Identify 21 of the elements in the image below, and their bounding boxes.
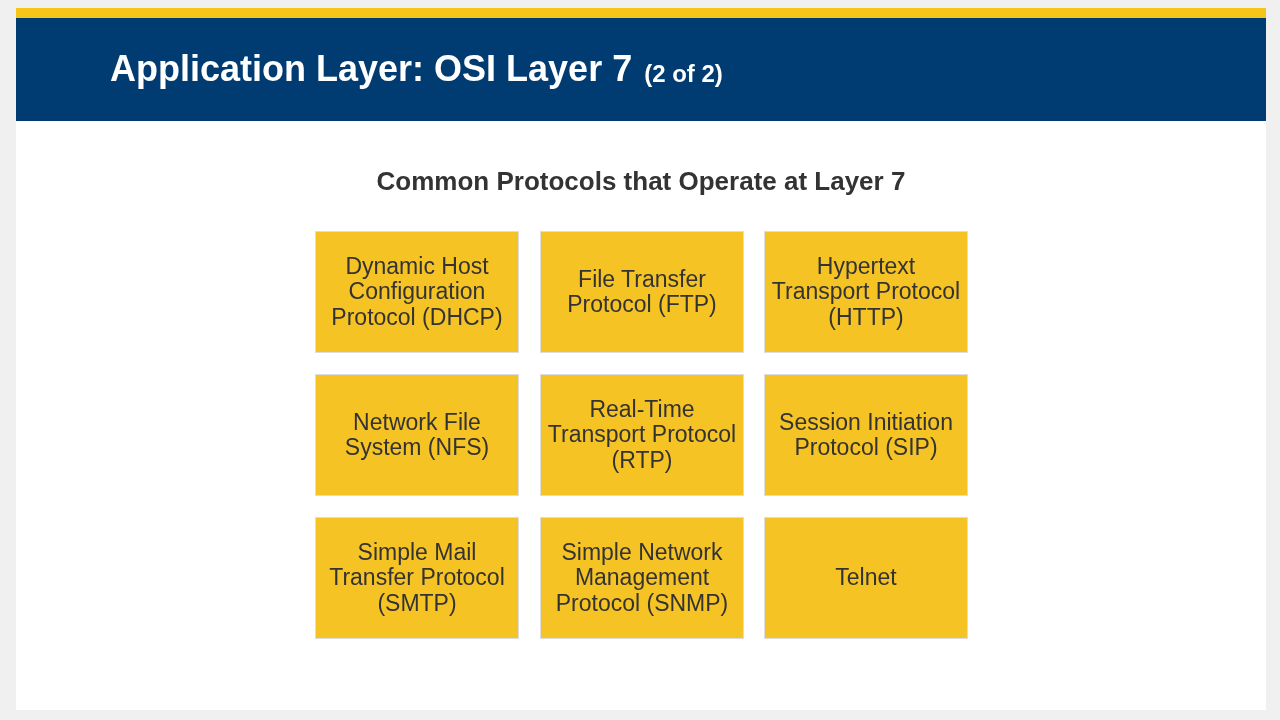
protocol-box: [540, 374, 744, 496]
protocol-name: Telnet: [834, 565, 898, 591]
protocol-box: [315, 374, 519, 496]
protocol-box: [540, 517, 744, 639]
protocol-box: [764, 517, 968, 639]
protocol-name: Network File System (NFS): [343, 409, 491, 461]
protocol-box: [764, 231, 968, 353]
protocol-name: Simple Mail Transfer Protocol (SMTP): [328, 539, 506, 617]
protocol-name: File Transfer Protocol (FTP): [566, 266, 718, 318]
protocol-name: Hypertext Transport Protocol (HTTP): [770, 253, 962, 331]
protocol-box: [540, 231, 744, 353]
protocol-name: Session Initiation Protocol (SIP): [778, 409, 954, 461]
protocol-box: [315, 517, 519, 639]
section-heading: Common Protocols that Operate at Layer 7: [375, 166, 907, 197]
protocol-name: Simple Network Management Protocol (SNMP): [554, 539, 730, 617]
protocol-name: Dynamic Host Configuration Protocol (DHCP): [330, 253, 504, 331]
slide-title: Application Layer: OSI Layer 7: [110, 48, 633, 90]
protocol-box: [315, 231, 519, 353]
slide-subtitle: (2 of 2): [644, 60, 723, 88]
protocol-name: Real-Time Transport Protocol (RTP): [546, 396, 738, 474]
protocol-box: [764, 374, 968, 496]
